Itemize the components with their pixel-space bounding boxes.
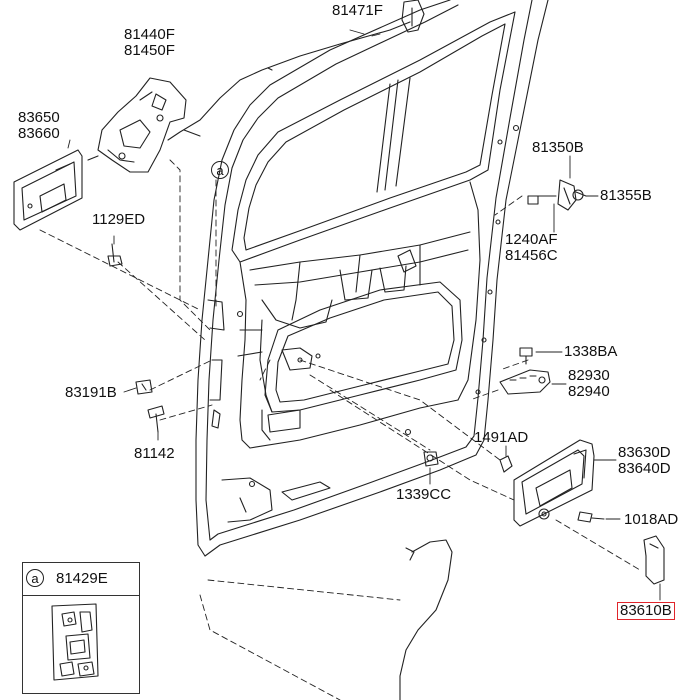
part-label-81450F: 81450F [124, 42, 175, 59]
screw-1018AD [577, 511, 605, 523]
inset-divider [23, 595, 139, 596]
part-label-81471F: 81471F [332, 2, 383, 19]
clip-1491AD [499, 455, 513, 473]
part-label-1129ED: 1129ED [92, 211, 146, 228]
part-label-1018AD: 1018AD [624, 511, 679, 528]
bolt-1129ED [107, 243, 123, 267]
part-label-83610B-highlighted[interactable]: 83610B [617, 602, 675, 620]
part-label-81355B: 81355B [600, 187, 652, 204]
door-panel [195, 0, 549, 557]
inset-box [22, 562, 140, 694]
hinge-81350B [527, 179, 587, 211]
inset-marker-a: a [26, 569, 44, 587]
inset-part-label-81429E: 81429E [56, 570, 108, 587]
inner-handle-83630D [513, 439, 595, 527]
inset-detail-81429E [51, 603, 99, 681]
screw-1338BA [519, 347, 533, 365]
part-label-81350B: 81350B [532, 139, 584, 156]
part-label-1339CC: 1339CC [396, 486, 452, 503]
part-label-1240AF: 1240AF [505, 231, 558, 248]
part-label-81456C: 81456C [505, 247, 558, 264]
part-label-81440F: 81440F [124, 26, 175, 43]
label-leaders [67, 29, 661, 601]
clip-83191B [135, 379, 153, 395]
rod-cable-81471F [167, 0, 425, 141]
part-label-83191B: 83191B [65, 384, 117, 401]
leader-lines [39, 159, 641, 700]
part-label-83640D: 83640D [618, 460, 671, 477]
part-label-83630D: 83630D [618, 444, 671, 461]
cover-83610B [643, 535, 665, 585]
part-label-82940: 82940 [568, 383, 610, 400]
striker-82930 [499, 369, 551, 395]
nut-1339CC [423, 451, 439, 467]
part-label-1338BA: 1338BA [564, 343, 618, 360]
outside-handle-83650 [13, 149, 83, 231]
part-label-81142: 81142 [134, 445, 175, 462]
rear-latch-81440F [87, 77, 201, 173]
part-label-83660: 83660 [18, 125, 60, 142]
callout-marker-a: a [211, 161, 229, 179]
part-label-83650: 83650 [18, 109, 60, 126]
bolt-81142 [147, 405, 165, 433]
lower-cable [399, 539, 453, 700]
part-label-1491AD: 1491AD [474, 429, 529, 446]
part-label-82930: 82930 [568, 367, 610, 384]
